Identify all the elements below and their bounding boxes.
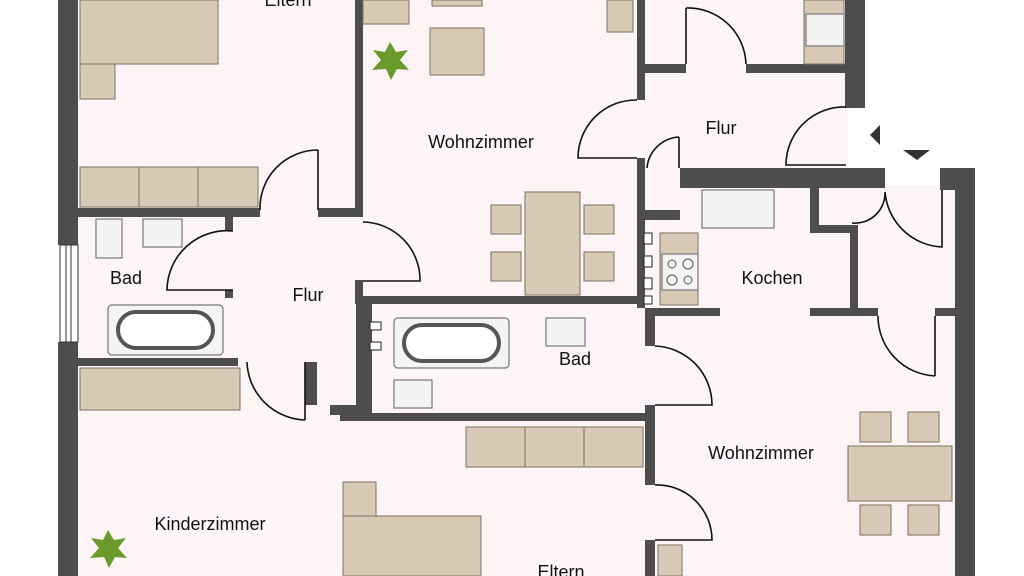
- room-label-eltern-bottom: Eltern: [537, 562, 584, 576]
- dining-table: [524, 191, 581, 296]
- chair: [490, 204, 522, 235]
- room-label-wohnzimmer-top: Wohnzimmer: [428, 132, 534, 152]
- furniture: [79, 0, 953, 576]
- window-left: [59, 244, 79, 343]
- door-wohnzimmer-right[interactable]: [877, 315, 936, 377]
- room-label-bad-center: Bad: [559, 349, 591, 369]
- wardrobe-kinder: [79, 367, 241, 411]
- nightstand: [79, 63, 116, 100]
- kitchen-sink: [701, 189, 775, 229]
- toilet: [393, 379, 433, 409]
- room-label-kochen: Kochen: [741, 268, 802, 288]
- kitchen-window-vents: [369, 232, 653, 351]
- door-wohnzimmer[interactable]: [362, 221, 421, 282]
- door-bad-left[interactable]: [166, 229, 234, 291]
- exterior-area: [848, 0, 1024, 110]
- door-closet[interactable]: [646, 136, 680, 169]
- side-table: [606, 0, 634, 33]
- chair: [490, 251, 522, 282]
- door-eltern-bottom[interactable]: [654, 484, 713, 541]
- sofa: [431, 0, 483, 7]
- door-flur-top[interactable]: [685, 7, 747, 65]
- room-label-flur-left: Flur: [293, 285, 324, 305]
- room-label-wohnzimmer-right: Wohnzimmer: [708, 443, 814, 463]
- entrance-arrow-down-icon: [903, 150, 930, 160]
- dining-table: [847, 445, 953, 502]
- washing-machine: [805, 13, 845, 47]
- sink: [142, 218, 183, 248]
- toilet: [95, 218, 123, 259]
- bed-bottom: [342, 515, 482, 576]
- armchair: [362, 0, 410, 25]
- door-storage[interactable]: [851, 190, 943, 248]
- doors: [166, 7, 943, 541]
- entrance-arrow-left-icon: [870, 125, 880, 145]
- room-label-kinderzimmer: Kinderzimmer: [154, 514, 265, 534]
- side-table: [657, 544, 683, 576]
- plant-icon: [372, 42, 409, 80]
- fixtures: [95, 13, 845, 409]
- wardrobe-bottom: [465, 426, 644, 468]
- door-eltern[interactable]: [259, 149, 319, 211]
- room-label-bad-left: Bad: [110, 268, 142, 288]
- bed-top: [79, 0, 219, 65]
- door-flur-wohnzimmer[interactable]: [577, 99, 638, 159]
- door-kinderzimmer[interactable]: [246, 361, 306, 421]
- chair: [907, 411, 940, 443]
- room-label-flur-top: Flur: [706, 118, 737, 138]
- floor-area: [78, 0, 848, 576]
- chair: [859, 504, 892, 536]
- chair: [907, 504, 940, 536]
- armchair: [429, 27, 485, 76]
- wardrobe-top: [79, 166, 259, 208]
- sink: [545, 317, 586, 347]
- chair: [583, 251, 615, 282]
- plant-icon: [90, 530, 127, 568]
- door-entrance[interactable]: [785, 106, 847, 166]
- cooktop: [661, 253, 699, 291]
- door-bad-center[interactable]: [654, 345, 713, 406]
- walls: [58, 0, 975, 576]
- chair: [859, 411, 892, 443]
- room-label-eltern-top: Eltern: [264, 0, 311, 10]
- chair: [583, 204, 615, 235]
